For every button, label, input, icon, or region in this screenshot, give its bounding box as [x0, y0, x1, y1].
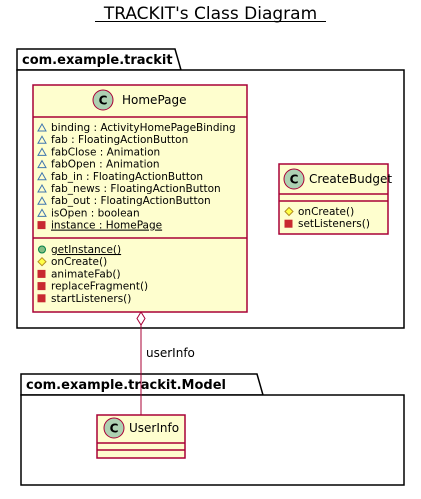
- member-row: onCreate(): [51, 256, 107, 268]
- diagram-title: TRACKIT's Class Diagram: [103, 4, 317, 24]
- member-row: getInstance(): [51, 244, 121, 256]
- class-createbudget: C CreateBudget onCreate()setListeners(): [278, 163, 392, 235]
- svg-text:C: C: [290, 173, 299, 187]
- member-row: onCreate(): [298, 206, 354, 218]
- relation-label: userInfo: [146, 346, 195, 360]
- member-row: fab : FloatingActionButton: [51, 134, 188, 146]
- method-list: getInstance()onCreate()animateFab()repla…: [37, 244, 148, 305]
- member-row: fabOpen : Animation: [51, 159, 160, 171]
- class-c-icon: C: [103, 417, 125, 439]
- package-private-icon: [37, 122, 47, 132]
- member-row: instance : HomePage: [51, 220, 162, 232]
- protected-icon: [284, 206, 294, 217]
- package-name: com.example.trackit: [22, 53, 173, 68]
- package-private-icon: [37, 208, 47, 217]
- member-row: replaceFragment(): [51, 281, 148, 293]
- member-row: fab_in : FloatingActionButton: [51, 171, 203, 183]
- private-icon: [37, 294, 46, 303]
- class-homepage: C HomePage binding : ActivityHomePageBin…: [32, 84, 248, 313]
- package-private-icon: [37, 159, 47, 169]
- private-icon: [284, 219, 293, 228]
- class-userinfo: C UserInfo: [96, 414, 186, 459]
- class-box: [32, 84, 248, 313]
- package-com-example-trackit-model: com.example.trackit.Model: [20, 373, 405, 486]
- member-row: isOpen : boolean: [51, 207, 140, 219]
- package-private-icon: [37, 171, 47, 181]
- protected-icon: [37, 256, 47, 267]
- private-icon: [37, 221, 46, 230]
- member-row: fabClose : Animation: [51, 146, 160, 158]
- package-name: com.example.trackit.Model: [26, 378, 226, 393]
- class-name: UserInfo: [129, 421, 179, 435]
- package-private-icon: [37, 147, 47, 156]
- package-body: [20, 394, 405, 486]
- class-name: HomePage: [122, 93, 187, 107]
- member-row: setListeners(): [298, 218, 370, 230]
- package-private-icon: [37, 196, 47, 205]
- package-private-icon: [37, 135, 47, 144]
- member-row: binding : ActivityHomePageBinding: [51, 122, 236, 134]
- private-icon: [37, 269, 46, 278]
- member-row: fab_out : FloatingActionButton: [51, 195, 211, 207]
- svg-text:C: C: [99, 94, 108, 108]
- svg-text:C: C: [110, 422, 119, 436]
- public-icon: [38, 245, 46, 254]
- class-name: CreateBudget: [309, 172, 392, 186]
- private-icon: [37, 282, 46, 291]
- member-row: animateFab(): [51, 268, 121, 280]
- package-private-icon: [37, 183, 47, 193]
- method-list: onCreate()setListeners(): [284, 206, 370, 230]
- aggregation-homepage-userinfo: userInfo: [136, 311, 195, 415]
- class-c-icon: C: [92, 89, 114, 111]
- aggregation-diamond: [136, 311, 146, 326]
- member-row: fab_news : FloatingActionButton: [51, 183, 221, 195]
- class-c-icon: C: [283, 168, 305, 190]
- member-row: startListeners(): [51, 293, 131, 305]
